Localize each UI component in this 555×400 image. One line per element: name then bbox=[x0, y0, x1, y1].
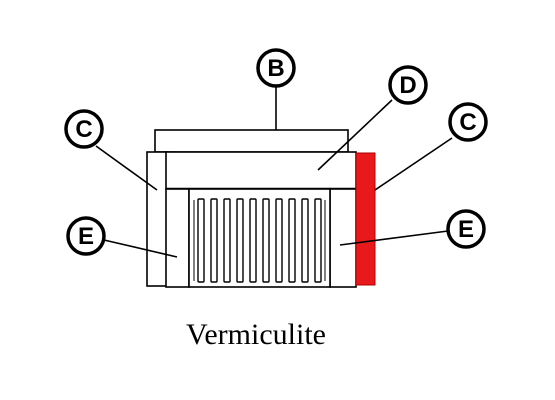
grate-bar bbox=[301, 198, 309, 283]
callout-b-label: B bbox=[267, 55, 284, 82]
grate-bar bbox=[288, 198, 296, 283]
callout-e-right: E bbox=[446, 209, 486, 249]
right-side-panel-highlighted bbox=[355, 152, 376, 286]
grate-bar bbox=[249, 198, 257, 283]
callout-e-left-label: E bbox=[78, 223, 94, 250]
grate-bar bbox=[275, 198, 283, 283]
grate-bar bbox=[197, 198, 205, 283]
grate-bars bbox=[193, 198, 326, 283]
grate-bar bbox=[262, 198, 270, 283]
baffle-panel bbox=[165, 151, 357, 190]
leader-line-e-right bbox=[339, 230, 449, 246]
right-inner-panel bbox=[329, 188, 357, 288]
grate-bar bbox=[314, 198, 322, 283]
callout-c-left: C bbox=[64, 109, 104, 149]
diagram-caption: Vermiculite bbox=[186, 318, 326, 351]
callout-d: D bbox=[388, 65, 428, 105]
leader-line-d bbox=[317, 99, 393, 171]
callout-e-right-label: E bbox=[458, 216, 474, 243]
leader-line-c-left bbox=[95, 145, 158, 191]
callout-c-right-label: C bbox=[459, 109, 476, 136]
callout-c-left-label: C bbox=[75, 116, 92, 143]
leader-line-c-right bbox=[374, 137, 453, 191]
grate-bar bbox=[223, 198, 231, 283]
callout-e-left: E bbox=[66, 216, 106, 256]
callout-b: B bbox=[256, 48, 296, 88]
left-side-panel bbox=[146, 151, 169, 287]
top-panel bbox=[154, 129, 349, 153]
grate-bar bbox=[236, 198, 244, 283]
grate-bar bbox=[210, 198, 218, 283]
leader-line-e-left bbox=[103, 239, 178, 258]
left-inner-panel bbox=[165, 188, 190, 288]
callout-d-label: D bbox=[399, 72, 416, 99]
callout-c-right: C bbox=[448, 102, 488, 142]
grate-body bbox=[188, 188, 331, 288]
